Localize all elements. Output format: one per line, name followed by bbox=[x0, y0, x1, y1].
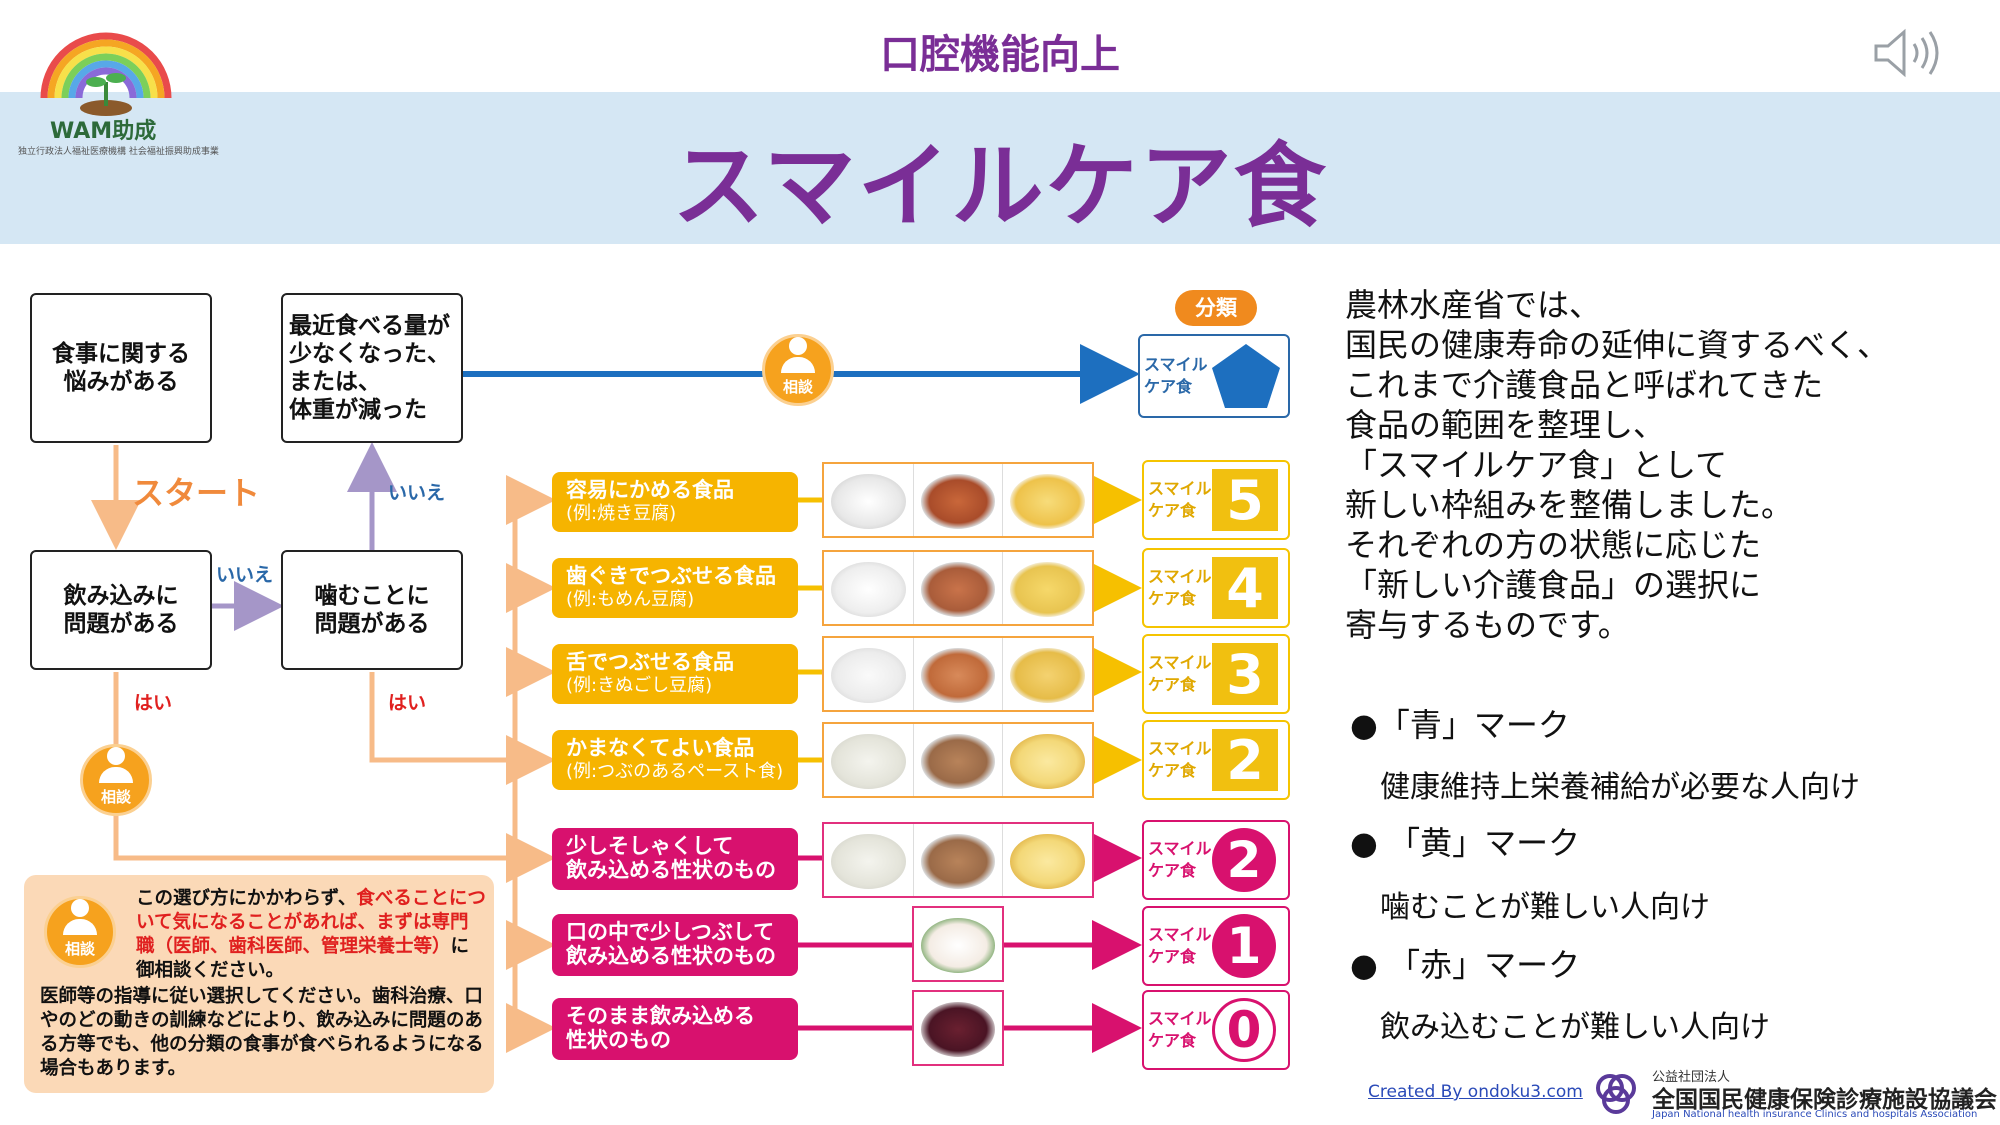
blue-mark-title: ●「青」マーク bbox=[1350, 706, 1570, 744]
flow-box-chewing-problem: 噛むことに 問題がある bbox=[281, 550, 463, 670]
advice-note-main: この選び方にかかわらず、食べることについて気になることがあれば、まずは専門職（医… bbox=[136, 888, 486, 981]
logo-subtext: 独立行政法人福祉医療機構 社会福祉振興助成事業 bbox=[18, 147, 219, 157]
food-photo bbox=[1003, 464, 1092, 536]
food-category-label: 口の中で少しつぶして 飲み込める性状のもの bbox=[552, 914, 798, 976]
speaker-icon[interactable] bbox=[1872, 26, 1942, 80]
page-subtitle: 口腔機能向上 bbox=[880, 32, 1120, 78]
advice-note-sub: 医師等の指導に従い選択してください。歯科治療、口やのどの動きの訓練などにより、飲… bbox=[40, 986, 484, 1079]
created-by-link[interactable]: Created By ondoku3.com bbox=[1368, 1082, 1583, 1102]
title-band bbox=[0, 92, 2000, 244]
food-photo bbox=[824, 638, 914, 710]
red-mark-title: ● 「赤」マーク bbox=[1350, 946, 1581, 984]
consult-icon: 相談 bbox=[44, 896, 116, 968]
smile-care-badge-blue: スマイル ケア食 bbox=[1138, 334, 1290, 418]
food-photo bbox=[914, 464, 1004, 536]
start-label: スタート bbox=[132, 474, 261, 512]
food-category-label: 舌でつぶせる食品(例:きぬごし豆腐) bbox=[552, 644, 798, 704]
food-photo bbox=[1003, 724, 1092, 796]
association-logo-icon bbox=[1596, 1074, 1636, 1114]
food-photo bbox=[824, 464, 914, 536]
red-mark-desc: 飲み込むことが難しい人向け bbox=[1380, 1010, 1770, 1045]
classification-pill: 分類 bbox=[1175, 290, 1257, 326]
page-title: スマイルケア食 bbox=[672, 133, 1328, 240]
pentagon-icon bbox=[1212, 344, 1280, 408]
food-photo-strip bbox=[822, 722, 1094, 798]
food-photo bbox=[824, 552, 914, 624]
food-photo bbox=[1003, 552, 1092, 624]
blue-mark-desc: 健康維持上栄養補給が必要な人向け bbox=[1380, 770, 1860, 805]
food-photo bbox=[914, 724, 1004, 796]
food-photo bbox=[914, 638, 1004, 710]
food-category-label: 少しそしゃくして 飲み込める性状のもの bbox=[552, 828, 798, 890]
consult-icon: 相談 bbox=[80, 744, 152, 816]
consult-icon: 相談 bbox=[762, 334, 834, 406]
food-photo bbox=[824, 824, 914, 896]
no-label: いいえ bbox=[388, 482, 446, 504]
food-category-label: そのまま飲み込める 性状のもの bbox=[552, 998, 798, 1060]
yes-label: はい bbox=[134, 692, 173, 714]
food-photo-strip bbox=[912, 906, 1004, 982]
food-category-label: 容易にかめる食品(例:焼き豆腐) bbox=[552, 472, 798, 532]
food-photo-strip bbox=[822, 636, 1094, 712]
description-paragraph: 農林水産省では、 国民の健康寿命の延伸に資するべく、 これまで介護食品と呼ばれて… bbox=[1345, 286, 1890, 644]
food-photo bbox=[824, 724, 914, 796]
yes-label: はい bbox=[388, 692, 427, 714]
logo-name: WAM助成 bbox=[50, 119, 157, 144]
no-label: いいえ bbox=[216, 564, 274, 586]
association-type: 公益社団法人 bbox=[1652, 1070, 1731, 1085]
food-photo bbox=[1003, 824, 1092, 896]
flow-box-eating-less: 最近食べる量が 少なくなった、 または、 体重が減った bbox=[281, 293, 463, 443]
food-category-label: かまなくてよい食品(例:つぶのあるペースト食) bbox=[552, 730, 798, 790]
food-category-label: 歯ぐきでつぶせる食品(例:もめん豆腐) bbox=[552, 558, 798, 618]
food-photo bbox=[914, 908, 1002, 980]
food-photo-strip bbox=[822, 822, 1094, 898]
food-photo-strip bbox=[822, 462, 1094, 538]
food-photo bbox=[914, 992, 1002, 1064]
yellow-mark-desc: 噛むことが難しい人向け bbox=[1380, 890, 1710, 925]
wam-logo-icon bbox=[40, 32, 172, 116]
food-photo-strip bbox=[912, 990, 1004, 1066]
flow-box-meal-concern: 食事に関する 悩みがある bbox=[30, 293, 212, 443]
association-name: 全国国民健康保険診療施設協議会 bbox=[1652, 1087, 1997, 1113]
food-photo bbox=[914, 552, 1004, 624]
food-photo bbox=[1003, 638, 1092, 710]
association-english-name: Japan National health insurance Clinics … bbox=[1652, 1109, 1978, 1120]
yellow-mark-title: ● 「黄」マーク bbox=[1350, 824, 1581, 862]
food-photo-strip bbox=[822, 550, 1094, 626]
food-photo bbox=[914, 824, 1004, 896]
flow-box-swallowing-problem: 飲み込みに 問題がある bbox=[30, 550, 212, 670]
